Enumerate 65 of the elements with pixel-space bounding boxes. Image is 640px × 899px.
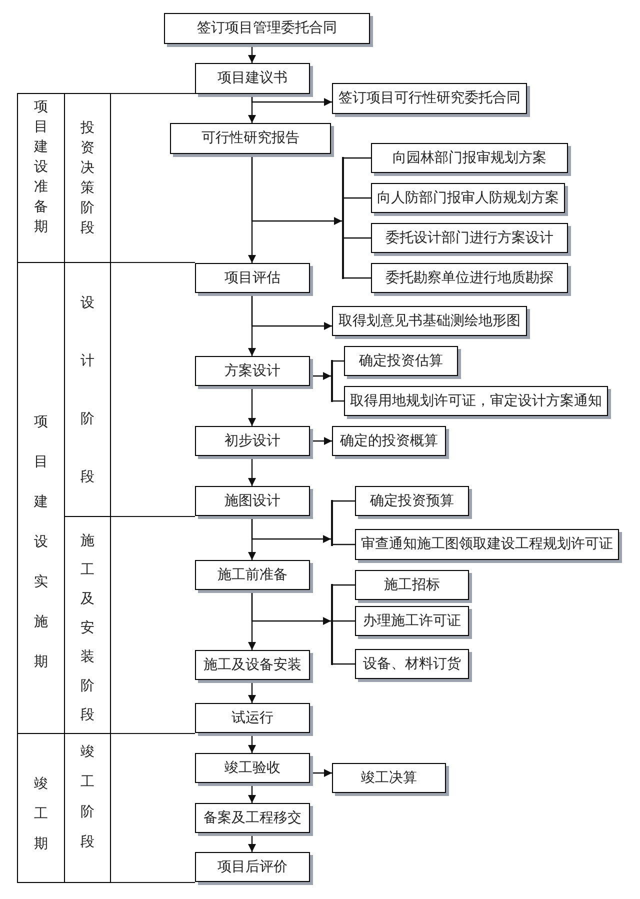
arrow [248, 386, 256, 426]
process-box: 委托设计部门进行方案设计 [371, 223, 568, 253]
arrow [310, 437, 332, 445]
connector-line [333, 360, 344, 362]
phase-label: 设计阶段 [80, 294, 94, 487]
arrow [248, 783, 256, 803]
process-box: 竣工验收 [195, 753, 310, 783]
arrow [248, 44, 256, 63]
connector-line [344, 157, 371, 159]
arrow [248, 680, 256, 703]
arrow [251, 590, 331, 625]
process-box: 竣工决算 [332, 763, 446, 793]
connector-line [344, 277, 371, 279]
arrow [310, 372, 331, 380]
process-box: 确定投资估算 [344, 346, 458, 376]
phase-label: 项目建设实施期 [34, 414, 48, 672]
process-box: 办理施工许可证 [355, 606, 469, 636]
process-box: 审查通知施工图领取建设工程规划许可证 [355, 529, 619, 560]
process-box: 项目建议书 [195, 63, 310, 94]
connector-line [333, 500, 355, 502]
process-box: 可行性研究报告 [170, 123, 331, 154]
process-box: 项目评估 [195, 263, 310, 293]
connector-line [344, 197, 371, 199]
phase-band [64, 93, 111, 263]
phase-label: 项目建设准备期 [34, 99, 48, 237]
process-box: 设备、材料订货 [355, 649, 469, 679]
phase-label: 竣工期 [34, 776, 48, 854]
process-box: 施图设计 [195, 486, 310, 516]
process-box: 备案及工程移交 [195, 803, 310, 833]
process-box: 施工前准备 [195, 560, 310, 590]
process-box: 试运行 [195, 703, 310, 733]
phase-label: 施工及安装阶段 [80, 532, 94, 725]
phase-label: 竣工阶段 [80, 744, 94, 852]
process-box: 向人防部门报审人防规划方案 [371, 183, 565, 213]
connector-line [333, 663, 355, 665]
arrow [251, 154, 342, 225]
phase-label: 投资决策阶段 [80, 120, 94, 238]
arrow [251, 293, 332, 330]
arrow [310, 769, 332, 777]
arrow [248, 733, 256, 753]
arrow [248, 833, 256, 852]
process-box: 施工招标 [355, 570, 469, 600]
process-box: 向园林部门报审规划方案 [371, 143, 568, 173]
connector-line [333, 400, 344, 402]
arrow [251, 516, 331, 543]
process-box: 施工及设备安装 [195, 650, 310, 680]
process-box: 初步设计 [195, 426, 310, 456]
phase-band [17, 733, 65, 883]
connector-line [344, 237, 371, 239]
process-box: 取得划意见书基础测绘地形图 [332, 306, 527, 336]
process-box: 方案设计 [195, 356, 310, 386]
process-box: 委托勘察单位进行地质勘探 [371, 263, 568, 293]
process-box: 确定的投资概算 [332, 426, 446, 456]
process-box: 项目后评价 [195, 852, 310, 882]
connector-line [333, 620, 355, 622]
process-box: 取得用地规划许可证，审定设计方案通知 [344, 386, 608, 416]
arrow [251, 94, 332, 106]
connector-line [333, 584, 355, 586]
phase-band [17, 93, 65, 263]
process-box: 确定投资预算 [355, 486, 469, 516]
phase-band [64, 733, 111, 883]
process-box: 签订项目可行性研究委托合同 [332, 83, 527, 114]
connector-line [333, 544, 355, 546]
process-box: 签订项目管理委托合同 [164, 13, 370, 44]
arrow [248, 456, 256, 486]
